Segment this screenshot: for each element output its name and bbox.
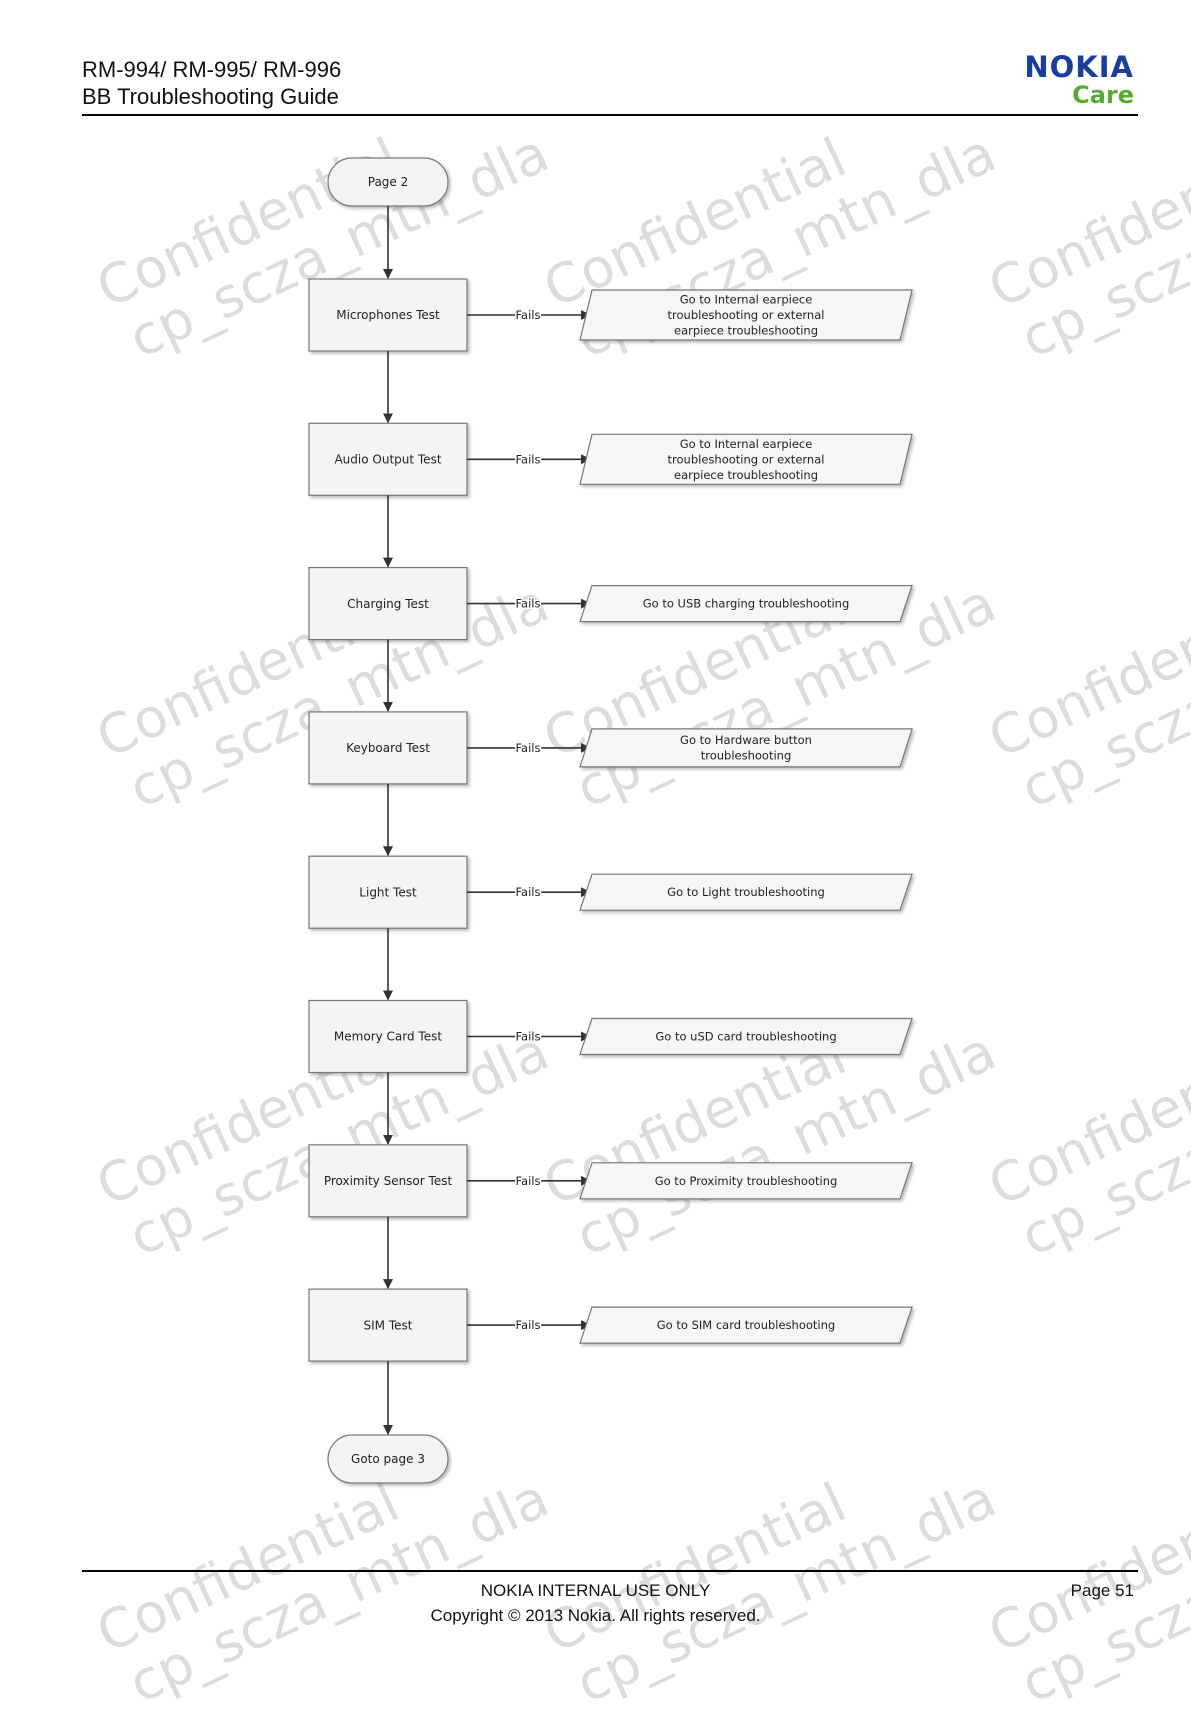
document-title-line1: RM-994/ RM-995/ RM-996 xyxy=(82,57,342,82)
fails-label: Fails xyxy=(516,1030,541,1044)
page-number: Page 51 xyxy=(1070,1581,1134,1600)
fails-label: Fails xyxy=(516,885,541,899)
fails-label: Fails xyxy=(516,452,541,466)
nokia-logo-text: NOKIA xyxy=(1024,50,1134,84)
action-parallelogram xyxy=(579,584,913,623)
action-label: earpiece troubleshooting xyxy=(674,324,818,338)
test-process-label: Audio Output Test xyxy=(334,453,441,467)
footer-divider xyxy=(82,1570,1138,1572)
test-process-label: Microphones Test xyxy=(336,308,440,322)
fails-label: Fails xyxy=(516,308,541,322)
action-label: troubleshooting xyxy=(701,749,792,763)
action-label: Go to uSD card troubleshooting xyxy=(655,1030,836,1044)
action-label: Go to Light troubleshooting xyxy=(667,885,825,899)
test-process-label: Light Test xyxy=(359,885,417,899)
start-terminal-label: Page 2 xyxy=(368,175,409,189)
footer-internal-use: NOKIA INTERNAL USE ONLY xyxy=(480,1581,711,1600)
action-label: earpiece troubleshooting xyxy=(674,468,818,482)
footer-copyright: Copyright © 2013 Nokia. All rights reser… xyxy=(430,1606,761,1625)
action-label: troubleshooting or external xyxy=(668,452,825,466)
document-title-line2: BB Troubleshooting Guide xyxy=(82,84,339,109)
action-label: Go to USB charging troubleshooting xyxy=(643,597,850,611)
action-label: Go to Internal earpiece xyxy=(680,293,813,307)
test-process-label: Charging Test xyxy=(347,597,429,611)
header-divider xyxy=(82,114,1138,116)
action-parallelogram xyxy=(579,728,913,768)
test-process-label: Proximity Sensor Test xyxy=(324,1174,453,1188)
document-title: RM-994/ RM-995/ RM-996 BB Troubleshootin… xyxy=(82,56,341,110)
test-process-box xyxy=(308,278,468,352)
action-label: Go to Hardware button xyxy=(680,733,812,747)
action-parallelogram xyxy=(579,289,913,341)
action-parallelogram xyxy=(579,1162,913,1200)
action-parallelogram xyxy=(579,1306,913,1344)
test-process-label: Keyboard Test xyxy=(346,741,430,755)
action-label: Go to Internal earpiece xyxy=(680,437,813,451)
action-parallelogram xyxy=(579,1017,913,1056)
end-terminal-label: Goto page 3 xyxy=(351,1452,425,1466)
action-parallelogram xyxy=(579,873,913,911)
test-process-box xyxy=(308,855,468,929)
fails-label: Fails xyxy=(516,1174,541,1188)
nokia-care-logo: NOKIA Care xyxy=(1024,52,1134,108)
action-label: troubleshooting or external xyxy=(668,308,825,322)
test-process-box xyxy=(308,999,468,1074)
fails-label: Fails xyxy=(516,741,541,755)
fails-label: Fails xyxy=(516,597,541,611)
footer-notice: NOKIA INTERNAL USE ONLY Copyright © 2013… xyxy=(0,1578,1191,1628)
action-parallelogram xyxy=(579,433,913,485)
end-terminal xyxy=(327,1434,449,1484)
care-logo-text: Care xyxy=(1072,81,1134,109)
test-process-label: Memory Card Test xyxy=(334,1030,442,1044)
action-label: Go to Proximity troubleshooting xyxy=(655,1174,838,1188)
fails-label: Fails xyxy=(516,1318,541,1332)
test-process-label: SIM Test xyxy=(364,1318,413,1332)
action-label: Go to SIM card troubleshooting xyxy=(657,1318,835,1332)
